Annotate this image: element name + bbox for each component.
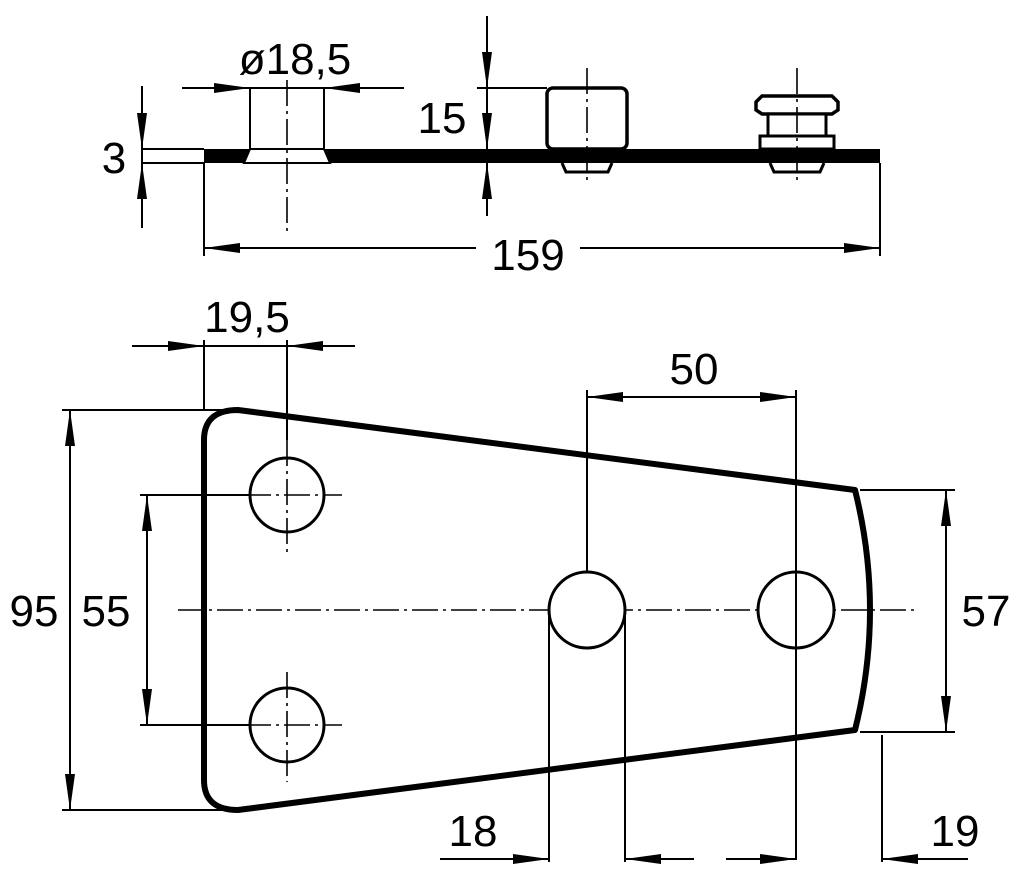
dim-thickness: 3 [102,134,126,183]
dim-overall-width: 95 [10,587,59,636]
dim-hole-diameter: ø18,5 [239,35,352,84]
dim-right-offset: 19 [931,807,980,856]
dim-length: 159 [491,231,564,280]
dim-right-end-width: 57 [962,587,1011,636]
dim-left-hole-spacing: 55 [82,587,131,636]
side-view: ø18,5 3 15 159 [102,16,881,280]
hole-center [547,570,627,650]
dim-height: 15 [418,94,467,143]
countersink-hole [242,148,332,164]
top-view: 19,5 50 95 55 57 18 [10,293,1011,864]
dim-hole-spacing: 50 [670,345,719,394]
dim-hole-dia: 18 [449,807,498,856]
side-plate [204,149,880,163]
dim-edge-offset: 19,5 [204,293,290,342]
